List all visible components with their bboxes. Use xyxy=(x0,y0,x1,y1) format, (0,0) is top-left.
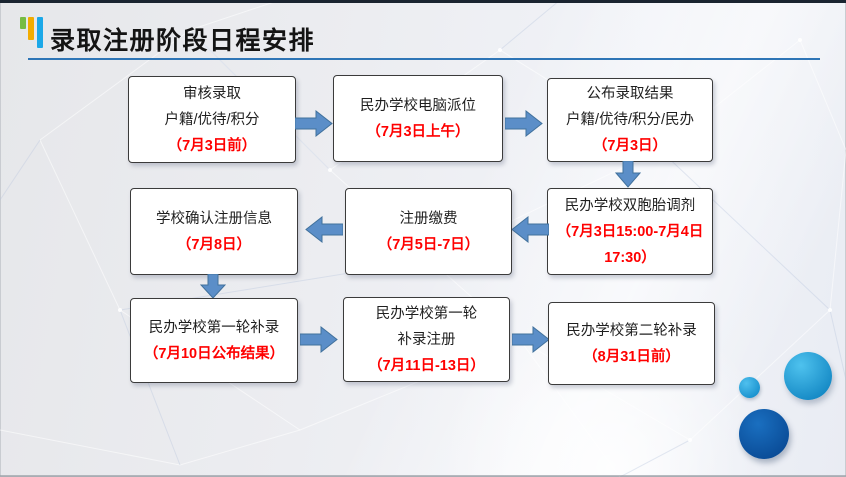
decorative-circle-small xyxy=(739,377,760,398)
arrow-down-icon xyxy=(615,161,641,188)
arrow-right-icon xyxy=(300,326,338,353)
bottom-edge-line xyxy=(0,475,846,477)
decorative-circle-dark xyxy=(739,409,789,459)
node-text: 注册缴费 xyxy=(399,210,458,227)
node-date: （7月10日公布结果） xyxy=(143,345,285,362)
node-text: 审核录取 户籍/优待/积分 xyxy=(164,85,260,128)
node-date: （7月3日前） xyxy=(167,137,257,154)
node-text: 民办学校第一轮 补录注册 xyxy=(375,305,478,348)
node-date: （7月3日15:00-7月4日 17:30） xyxy=(556,223,704,266)
arrow-right-icon xyxy=(505,110,543,137)
decorative-circle-light xyxy=(784,352,832,400)
arrow-right-icon xyxy=(295,110,333,137)
flow-node-school-confirm-info: 学校确认注册信息 （7月8日） xyxy=(130,188,298,275)
node-date: （7月5日-7日） xyxy=(377,236,480,253)
arrow-left-icon xyxy=(511,216,549,243)
flow-node-review-admission: 审核录取 户籍/优待/积分 （7月3日前） xyxy=(128,76,296,163)
title-bars-icon xyxy=(37,17,43,48)
node-text: 公布录取结果 户籍/优待/积分/民办 xyxy=(565,86,695,128)
title-block: 录取注册阶段日程安排 xyxy=(0,0,846,62)
title-bars-icon xyxy=(20,17,26,29)
page-title: 录取注册阶段日程安排 xyxy=(50,27,316,55)
title-underline xyxy=(28,58,820,60)
title-bars-icon xyxy=(28,17,34,40)
flow-node-twins-adjustment: 民办学校双胞胎调剂 （7月3日15:00-7月4日 17:30） xyxy=(547,188,713,275)
node-text: 民办学校第二轮补录 xyxy=(566,322,697,339)
node-date: （7月3日上午） xyxy=(366,123,470,140)
arrow-left-icon xyxy=(305,216,343,243)
node-date: （8月31日前） xyxy=(583,348,680,365)
arrow-right-icon xyxy=(512,326,550,353)
flow-node-computer-lottery: 民办学校电脑派位 （7月3日上午） xyxy=(333,75,503,162)
flow-node-first-round-makeup: 民办学校第一轮补录 （7月10日公布结果） xyxy=(130,298,298,383)
node-date: （7月8日） xyxy=(176,236,252,253)
node-date: （7月11日-13日） xyxy=(368,357,485,374)
node-date: （7月3日） xyxy=(592,138,668,154)
node-text: 民办学校双胞胎调剂 xyxy=(564,197,696,214)
flow-node-publish-results: 公布录取结果 户籍/优待/积分/民办 （7月3日） xyxy=(547,78,713,162)
flow-node-first-round-register: 民办学校第一轮 补录注册 （7月11日-13日） xyxy=(343,297,510,382)
node-text: 学校确认注册信息 xyxy=(156,210,272,227)
flow-node-second-round-makeup: 民办学校第二轮补录 （8月31日前） xyxy=(548,302,715,385)
top-accent-strip xyxy=(0,0,846,3)
flow-node-registration-payment: 注册缴费 （7月5日-7日） xyxy=(345,188,512,275)
arrow-down-icon xyxy=(200,274,226,299)
node-text: 民办学校第一轮补录 xyxy=(148,319,280,336)
node-text: 民办学校电脑派位 xyxy=(360,97,476,114)
